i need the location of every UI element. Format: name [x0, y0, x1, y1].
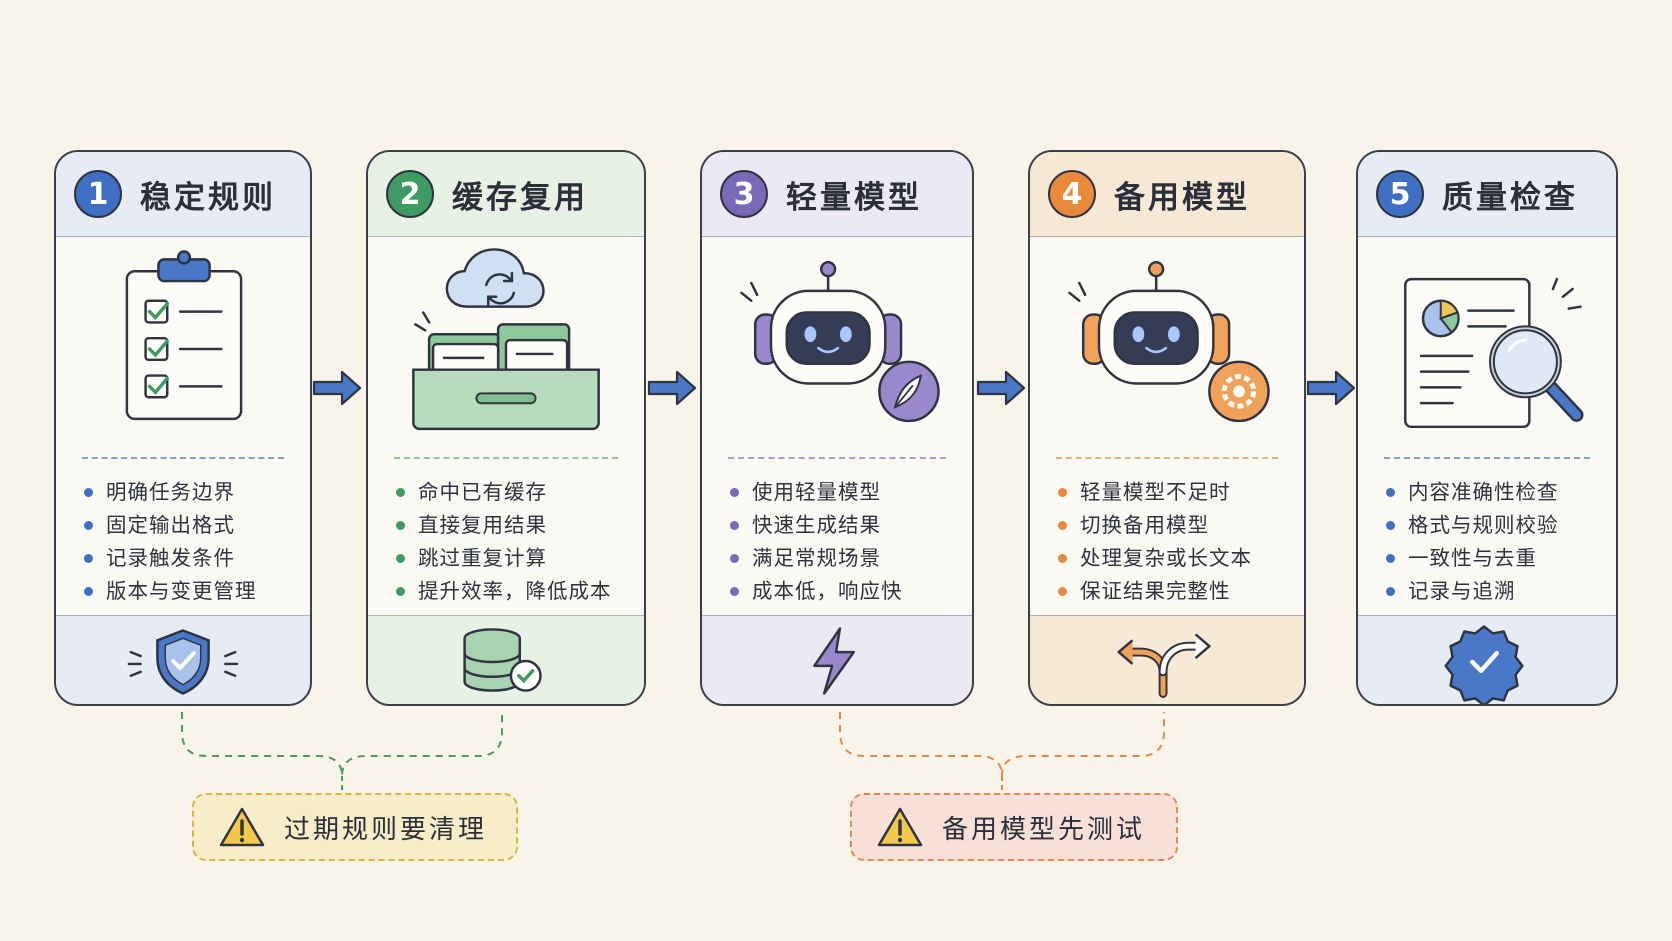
list-item: 成本低，响应快	[728, 575, 962, 608]
step-footer	[1030, 615, 1304, 704]
verified-badge-icon	[1444, 625, 1524, 704]
arrow-right-icon	[647, 370, 697, 406]
list-item: 快速生成结果	[728, 509, 962, 542]
step-footer	[56, 615, 310, 704]
report-magnifier-icon	[1358, 244, 1616, 454]
list-item: 处理复杂或长文本	[1056, 542, 1294, 575]
list-item: 直接复用结果	[394, 509, 634, 542]
divider	[1384, 457, 1590, 459]
clipboard-checklist-icon	[56, 244, 310, 454]
step-card-2: 2 缓存复用 命中已有缓存 直接复	[366, 150, 646, 706]
list-item: 跳过重复计算	[394, 542, 634, 575]
step-bullet-list: 内容准确性检查 格式与规则校验 一致性与去重 记录与追溯	[1384, 476, 1606, 608]
list-item: 切换备用模型	[1056, 509, 1294, 542]
step-footer	[1358, 615, 1616, 704]
step-title: 质量检查	[1442, 179, 1578, 216]
step-header: 4 备用模型	[1030, 152, 1304, 237]
divider	[1056, 457, 1278, 459]
step-footer	[368, 615, 644, 704]
list-item: 满足常规场景	[728, 542, 962, 575]
lightning-icon	[813, 627, 855, 695]
step-number-badge: 1	[74, 170, 122, 218]
step-number-badge: 2	[386, 170, 434, 218]
step-title: 稳定规则	[140, 179, 276, 216]
list-item: 一致性与去重	[1384, 542, 1606, 575]
step-header: 2 缓存复用	[368, 152, 644, 237]
warning-box-fallback: 备用模型先测试	[850, 793, 1178, 861]
robot-gear-icon	[1030, 244, 1304, 454]
list-item: 使用轻量模型	[728, 476, 962, 509]
step-header: 5 质量检查	[1358, 152, 1616, 237]
robot-feather-icon	[702, 244, 972, 454]
divider	[82, 457, 284, 459]
step-bullet-list: 使用轻量模型 快速生成结果 满足常规场景 成本低，响应快	[728, 476, 962, 608]
divider	[394, 457, 618, 459]
step-title: 轻量模型	[786, 179, 922, 216]
database-check-icon	[463, 628, 542, 692]
divider	[728, 457, 946, 459]
arrow-right-icon	[312, 370, 362, 406]
step-footer	[702, 615, 972, 704]
arrow-right-icon	[1306, 370, 1356, 406]
list-item: 命中已有缓存	[394, 476, 634, 509]
step-card-3: 3 轻量模型 使用轻量模型 快速生成结果	[700, 150, 974, 706]
step-card-4: 4 备用模型 轻量模型不足时 切换备用模型	[1028, 150, 1306, 706]
step-bullet-list: 命中已有缓存 直接复用结果 跳过重复计算 提升效率，降低成本	[394, 476, 634, 608]
step-card-1: 1 稳定规则	[54, 150, 312, 706]
list-item: 轻量模型不足时	[1056, 476, 1294, 509]
warning-triangle-icon	[877, 807, 923, 847]
cloud-cache-box-icon	[368, 244, 644, 454]
list-item: 记录触发条件	[82, 542, 300, 575]
split-arrow-icon	[1117, 633, 1211, 698]
list-item: 记录与追溯	[1384, 575, 1606, 608]
warning-box-rules: 过期规则要清理	[192, 793, 518, 861]
step-header: 1 稳定规则	[56, 152, 310, 237]
step-header: 3 轻量模型	[702, 152, 972, 237]
list-item: 版本与变更管理	[82, 575, 300, 608]
step-number-badge: 4	[1048, 170, 1096, 218]
step-number-badge: 5	[1376, 170, 1424, 218]
list-item: 明确任务边界	[82, 476, 300, 509]
step-bullet-list: 轻量模型不足时 切换备用模型 处理复杂或长文本 保证结果完整性	[1056, 476, 1294, 608]
step-bullet-list: 明确任务边界 固定输出格式 记录触发条件 版本与变更管理	[82, 476, 300, 608]
list-item: 提升效率，降低成本	[394, 575, 634, 608]
step-number-badge: 3	[720, 170, 768, 218]
step-title: 缓存复用	[452, 179, 588, 216]
warning-text: 过期规则要清理	[284, 814, 488, 845]
step-title: 备用模型	[1114, 179, 1250, 216]
step-card-5: 5 质量检查	[1356, 150, 1618, 706]
list-item: 格式与规则校验	[1384, 509, 1606, 542]
list-item: 固定输出格式	[82, 509, 300, 542]
list-item: 保证结果完整性	[1056, 575, 1294, 608]
warning-triangle-icon	[219, 807, 265, 847]
list-item: 内容准确性检查	[1384, 476, 1606, 509]
shield-check-icon	[127, 629, 239, 695]
arrow-right-icon	[976, 370, 1026, 406]
warning-text: 备用模型先测试	[942, 814, 1146, 845]
